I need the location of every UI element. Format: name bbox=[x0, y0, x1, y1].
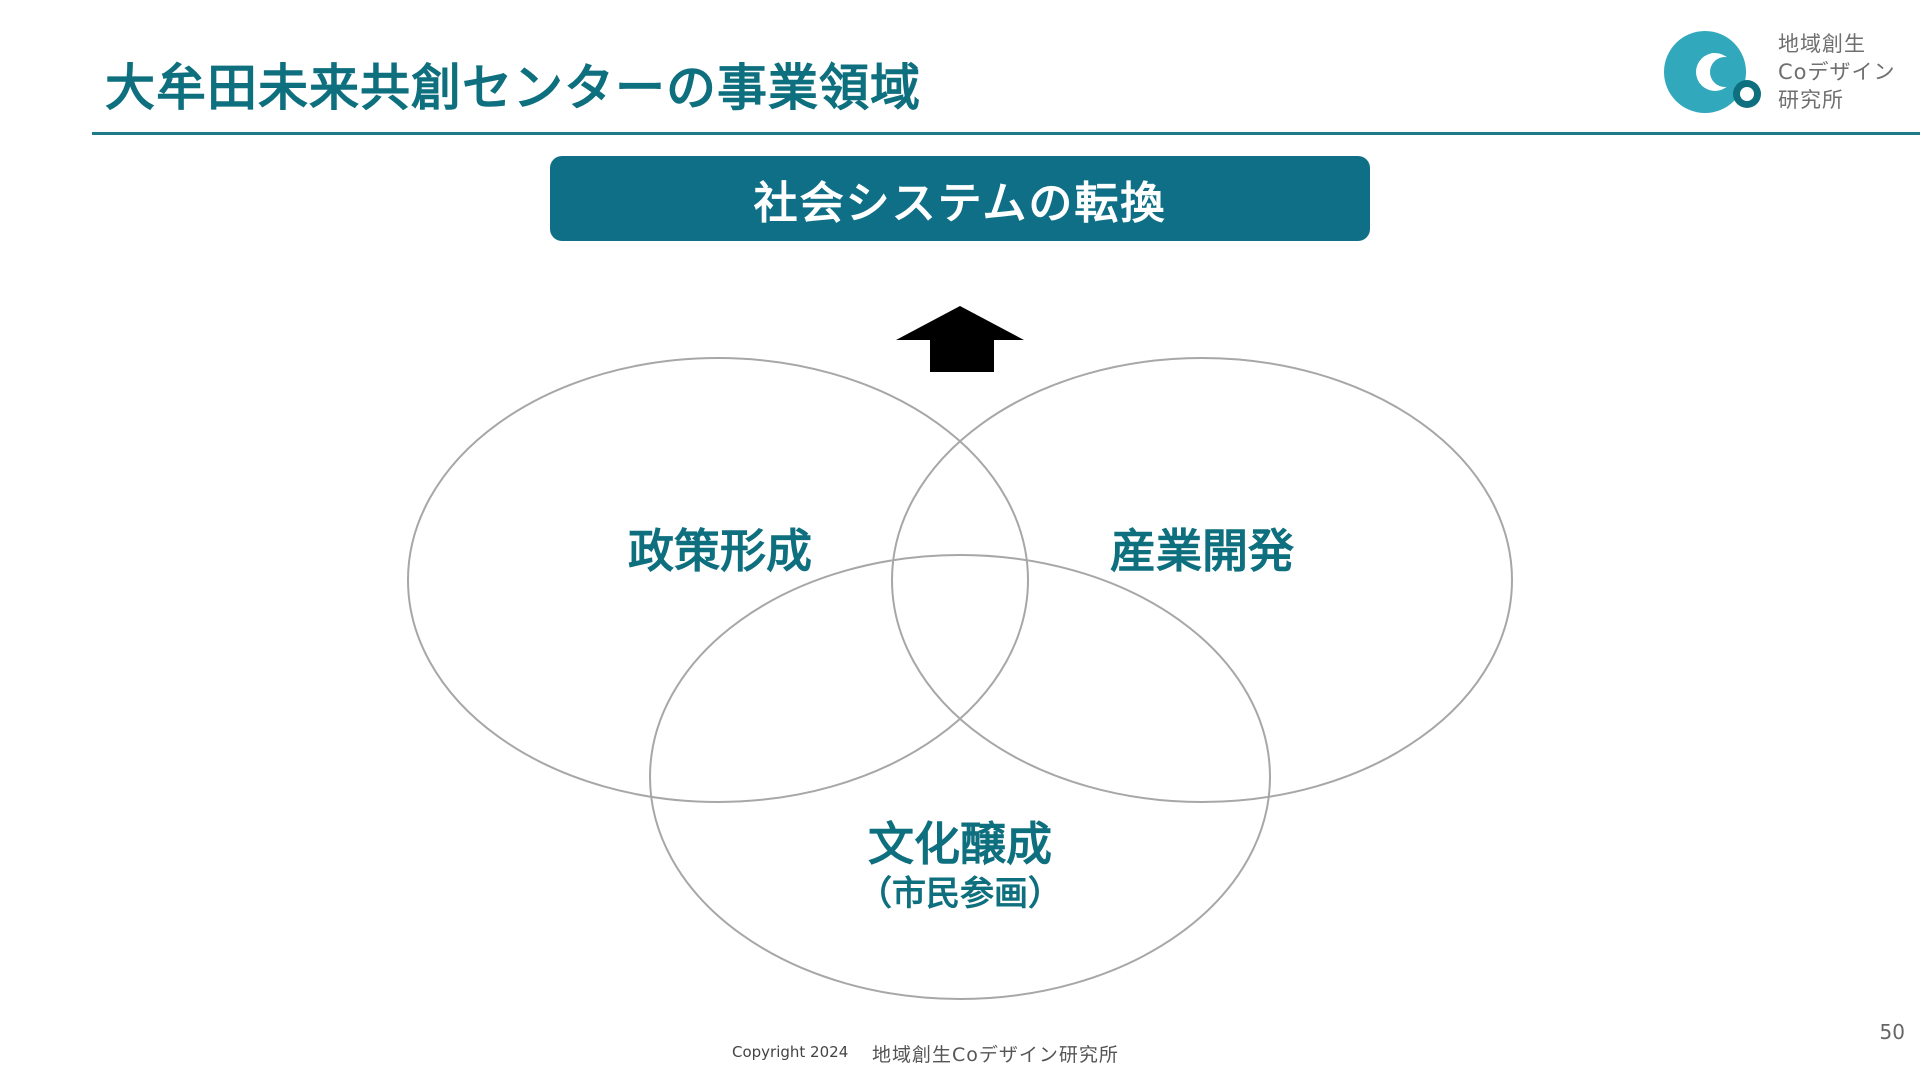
industry-circle bbox=[891, 357, 1513, 803]
logo-mark-icon bbox=[1664, 31, 1761, 113]
up-arrow-icon bbox=[896, 306, 1024, 372]
logo-line1: 地域創生 bbox=[1778, 32, 1866, 56]
culture-label: 文化醸成 bbox=[868, 817, 1052, 871]
banner-text: 社会システムの転換 bbox=[753, 177, 1167, 229]
copyright-text: Copyright 2024 bbox=[732, 1043, 849, 1061]
goal-banner: 社会システムの転換 bbox=[550, 156, 1370, 241]
culture-sublabel: （市民参画） bbox=[858, 874, 1062, 914]
organization-logo: 地域創生 Coデザイン 研究所 bbox=[1655, 22, 1905, 122]
policy-label: 政策形成 bbox=[628, 524, 812, 578]
industry-label: 産業開発 bbox=[1110, 524, 1294, 578]
logo-text: 地域創生 Coデザイン 研究所 bbox=[1778, 30, 1896, 114]
page-title: 大牟田未来共創センターの事業領域 bbox=[105, 59, 921, 117]
title-divider bbox=[92, 132, 1920, 135]
culture-circle bbox=[649, 554, 1271, 1000]
logo-line3: 研究所 bbox=[1778, 88, 1844, 112]
logo-line2: Coデザイン bbox=[1778, 60, 1896, 84]
page-number: 50 bbox=[1879, 1020, 1905, 1044]
policy-circle bbox=[407, 357, 1029, 803]
footer-organization: 地域創生Coデザイン研究所 bbox=[872, 1044, 1119, 1066]
